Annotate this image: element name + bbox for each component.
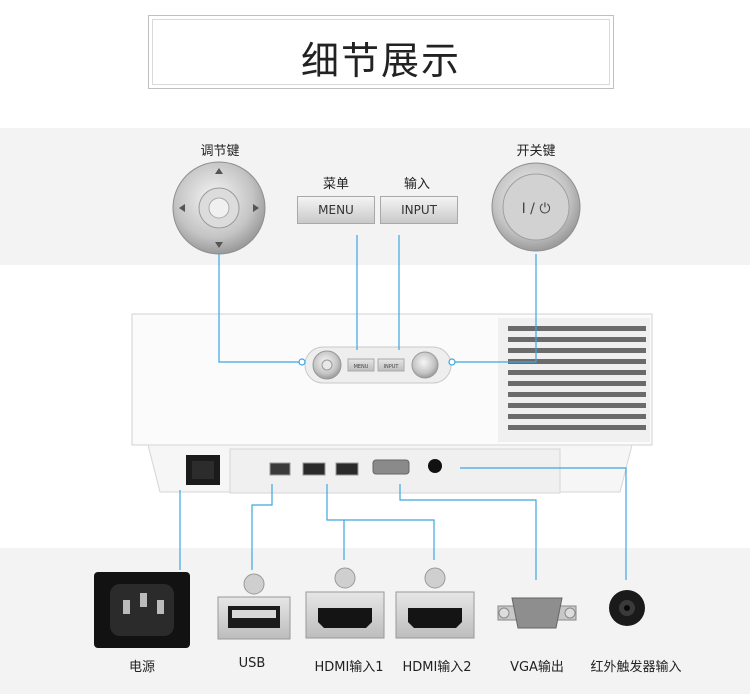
small-menu: MENU xyxy=(354,364,369,370)
dpad-control[interactable] xyxy=(172,161,266,255)
power-symbol: I / ⏻ xyxy=(522,201,551,217)
title-frame: 细节展示 xyxy=(148,15,614,89)
usb-port xyxy=(217,573,291,640)
port-label-usb: USB xyxy=(238,656,266,671)
input-button[interactable]: INPUT xyxy=(380,196,458,224)
power-label: 开关键 xyxy=(516,144,556,159)
page-title: 细节展示 xyxy=(300,39,461,83)
controls-band xyxy=(0,128,750,265)
power-port xyxy=(94,572,190,648)
port-label-vga: VGA输出 xyxy=(510,660,564,675)
callout-lines xyxy=(179,235,627,580)
port-label-hdmi2: HDMI输入2 xyxy=(402,660,472,675)
vga-port xyxy=(497,597,577,629)
small-input: INPUT xyxy=(384,364,400,370)
menu-label: 菜单 xyxy=(322,177,350,192)
port-label-power: 电源 xyxy=(128,660,156,675)
port-label-ir: 红外触发器输入 xyxy=(590,660,682,675)
input-label: 输入 xyxy=(403,177,431,192)
menu-button[interactable]: MENU xyxy=(297,196,375,224)
ir-port xyxy=(609,590,645,626)
hdmi2-port xyxy=(395,567,475,639)
vent-grille xyxy=(508,326,646,430)
projector-body: MENU INPUT xyxy=(131,313,653,494)
hdmi1-port xyxy=(305,567,385,639)
dpad-label: 调节键 xyxy=(200,144,240,159)
power-button[interactable]: I / ⏻ xyxy=(491,162,581,252)
port-label-hdmi1: HDMI输入1 xyxy=(314,660,384,675)
